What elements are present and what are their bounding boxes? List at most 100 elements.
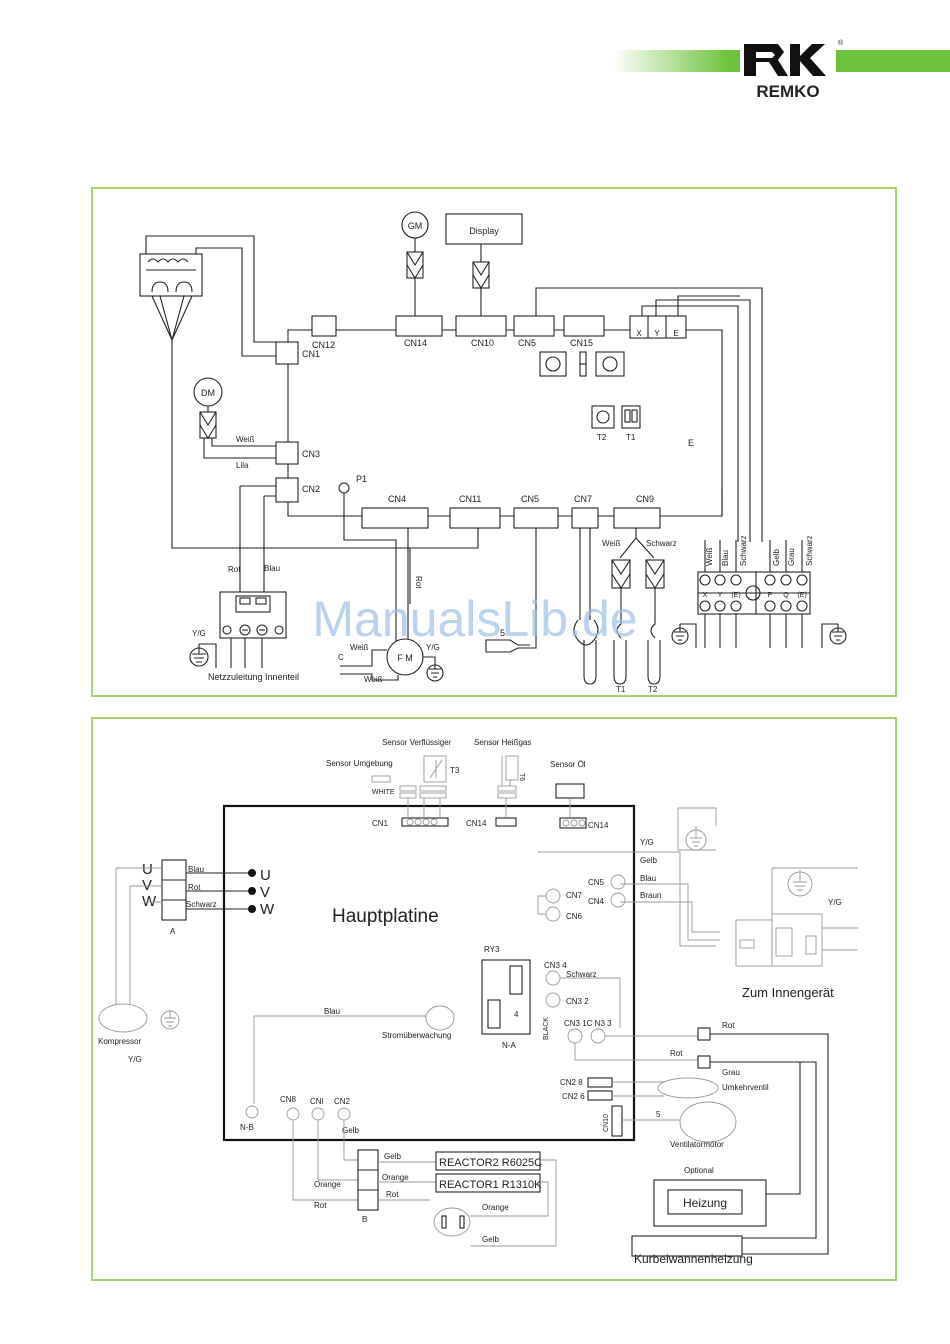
netz-label: Netzzuleitung Innenteil	[208, 672, 299, 682]
na-label: N-A	[502, 1041, 516, 1050]
ry3-label: RY3	[484, 945, 500, 954]
zum-innengeraet-label: Zum Innengerät	[742, 985, 834, 1000]
cn32-label: CN3 2	[566, 997, 589, 1006]
t1-plug-icon	[611, 559, 631, 590]
weiss-fm-bottom-label: Weiß	[364, 675, 383, 684]
fm-label: F M	[397, 653, 413, 663]
blau-right-label: Blau	[640, 874, 656, 883]
t6-label: T6	[518, 773, 525, 781]
current-sensor-icon	[425, 1005, 455, 1031]
cn14-sensor-label: CN14	[466, 819, 487, 828]
sensor-oil-icon	[555, 783, 585, 799]
compressor-icon	[98, 1003, 148, 1033]
e-label: E	[688, 438, 694, 448]
yg-right-label: Y/G	[640, 838, 654, 847]
logo-text: REMKO	[756, 82, 819, 101]
fan-motor-bottom-icon	[679, 1101, 737, 1143]
yg-label: Y/G	[192, 629, 206, 638]
sensor-t1-probe-icon	[613, 588, 627, 685]
yg-fm-label: Y/G	[426, 643, 440, 652]
kompressor-label: Kompressor	[98, 1037, 141, 1046]
cn6-right-label: CN6	[566, 912, 583, 921]
rot-uvw: Rot	[188, 883, 201, 892]
term-q: Q	[783, 592, 789, 599]
rot-connector-1	[697, 1027, 711, 1041]
term-col-6: Schwarz	[805, 535, 814, 566]
terminal-b	[357, 1149, 379, 1211]
dm-plug-icon	[199, 411, 217, 440]
top-frame	[91, 187, 897, 697]
rot-label: Rot	[228, 565, 241, 574]
p1-point	[338, 482, 350, 494]
b-gelb-label: Gelb	[384, 1152, 401, 1161]
cn2-label: CN2	[302, 484, 320, 494]
yg-far-label: Y/G	[828, 898, 842, 907]
rot1-label: Rot	[722, 1021, 735, 1030]
xye-e: E	[673, 329, 678, 338]
header: REMKO ®	[612, 39, 950, 101]
u-left: U	[142, 861, 153, 878]
p1-label: P1	[356, 474, 367, 484]
schwarz-sensor-label: Schwarz	[646, 539, 677, 548]
cn15-connector	[563, 315, 605, 337]
remko-logo: REMKO ®	[744, 39, 844, 101]
w-right: W	[260, 901, 275, 918]
cn3-label: CN3	[302, 449, 320, 459]
reactor2-box	[435, 1151, 541, 1171]
gelb-cn-label: Gelb	[342, 1126, 359, 1135]
sensor-t2-probe-icon	[647, 588, 661, 685]
cn14-label: CN14	[404, 338, 427, 348]
display-label: Display	[469, 226, 499, 236]
ground-icon	[189, 644, 209, 667]
cn1-bottom-label: CNl	[310, 1097, 324, 1106]
optional-label: Optional	[684, 1166, 714, 1175]
terminal-a	[161, 859, 187, 921]
sensor-umg-icon	[371, 775, 391, 783]
term-col-5: Grau	[787, 548, 796, 566]
cn10-bottom-label: CN10	[603, 1114, 610, 1132]
cn4-label: CN4	[388, 494, 406, 504]
cn10-label: CN10	[471, 338, 494, 348]
t1-sensor-label: T1	[616, 685, 626, 694]
cn5-bottom-connector	[513, 507, 559, 529]
stromueber-label: Stromüberwachung	[382, 1031, 451, 1040]
outdoor-unit-diagram: Hauptplatine Sensor Verflüssiger Sensor …	[91, 717, 897, 1281]
cn7-connector	[571, 507, 599, 529]
gelb-right-label: Gelb	[640, 856, 657, 865]
reactor1-box	[435, 1173, 541, 1193]
indoor-connector-plug	[735, 913, 858, 967]
cn5-top-label: CN5	[518, 338, 536, 348]
t1-switch-label: T1	[626, 433, 636, 442]
cn4-connector	[361, 507, 429, 529]
sensor-plugs	[399, 785, 587, 829]
weiss-fm-top-label: Weiß	[350, 643, 369, 652]
gelb-bottom-label: Gelb	[482, 1235, 499, 1244]
cn2-bottom-label: CN2	[334, 1097, 351, 1106]
cn9-label: CN9	[636, 494, 654, 504]
sensor-t1-icon	[573, 619, 599, 685]
rot2-label: Rot	[670, 1049, 683, 1058]
cn28-label: CN2 8	[560, 1078, 583, 1087]
nb-label: N-B	[240, 1123, 254, 1132]
ground-left-icon	[671, 623, 697, 648]
bottom-frame	[91, 717, 897, 1281]
switch-icon	[539, 351, 625, 377]
a-label: A	[170, 927, 176, 936]
term-col-2: Blau	[721, 550, 730, 566]
four-label: 4	[514, 1010, 519, 1019]
rot-left-label: Rot	[314, 1201, 327, 1210]
cn3-connector	[275, 441, 299, 465]
registered-mark: ®	[838, 39, 844, 47]
term-e2: (E)	[797, 592, 806, 599]
reactor1-label: REACTOR1 R1310K	[439, 1179, 542, 1191]
cn2-connector	[275, 477, 299, 503]
sensor-verfl-icon	[423, 755, 447, 783]
yg-kompressor: Y/G	[128, 1055, 142, 1064]
five-label: 5	[500, 628, 505, 638]
cn7-right-label: CN7	[566, 891, 583, 900]
t2-t1-switch-icon	[591, 405, 641, 429]
ground-top-right-icon	[677, 807, 717, 851]
rot-vertical-label: Rot	[414, 576, 423, 589]
xye-pq-terminal-strip	[697, 571, 811, 615]
